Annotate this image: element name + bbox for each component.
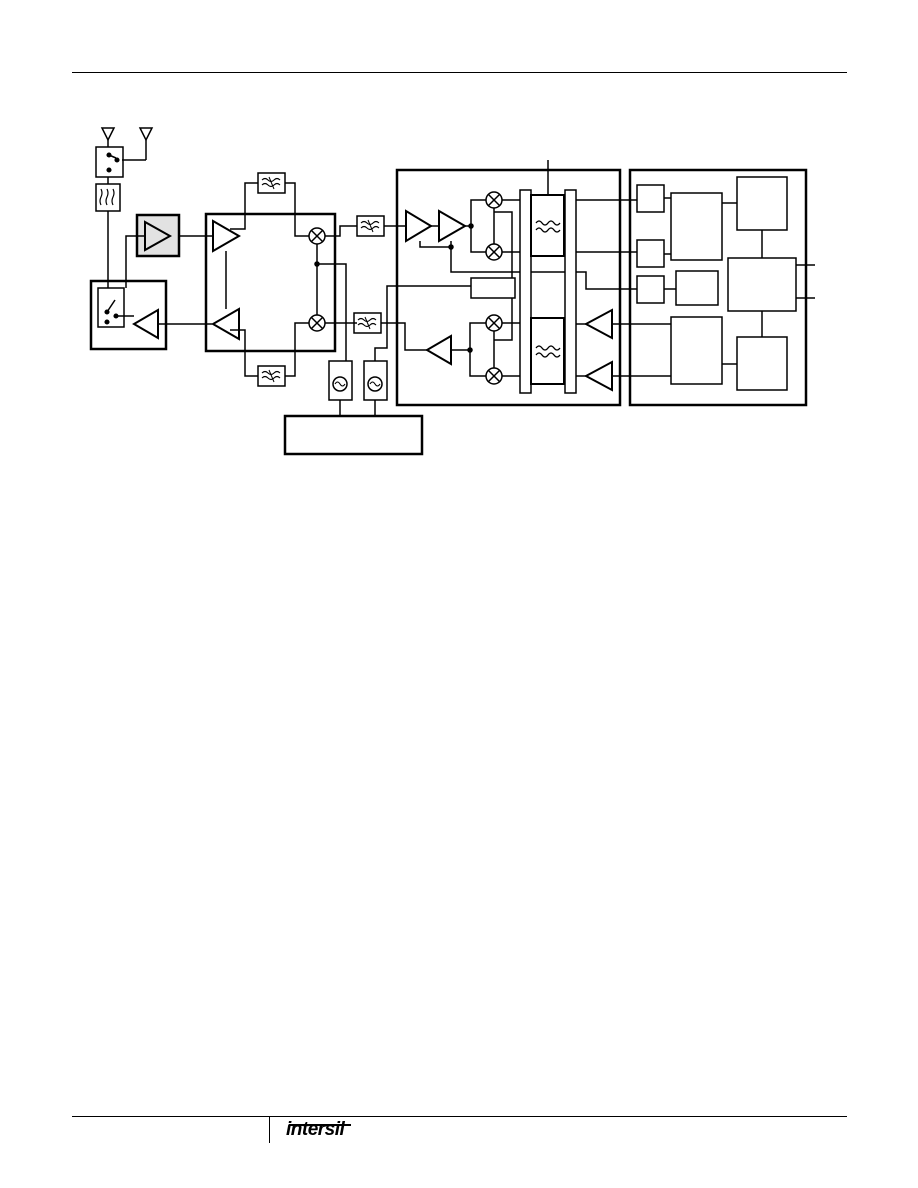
adc-block-1 (636, 184, 665, 213)
lowpass-filter-icon (530, 317, 565, 385)
i-q-bus-left (519, 189, 532, 394)
tr-switch-module (89, 279, 168, 351)
mod-block (670, 316, 723, 385)
rf-if-converter (204, 212, 337, 353)
synthesizer-block (283, 414, 424, 456)
low-noise-amplifier (132, 308, 159, 340)
phase-splitter (470, 277, 516, 299)
mixer-icon (308, 314, 326, 332)
control-block (675, 270, 719, 306)
quadrature-modem (395, 168, 622, 407)
mixer-icon (308, 227, 326, 245)
mixer-icon (485, 243, 503, 261)
adc-block-2 (636, 239, 665, 268)
footer-divider (269, 1117, 270, 1143)
antenna-icon (100, 127, 116, 147)
brand-logo: intersil (286, 1119, 345, 1140)
amplifier-icon (405, 209, 433, 243)
amplifier-icon (210, 307, 240, 341)
amplifier-icon (212, 219, 242, 253)
rf-filter-bottom (257, 365, 286, 387)
lowpass-filter-icon (530, 194, 565, 257)
oscillator-icon (328, 360, 353, 401)
bandpass-filter (95, 183, 121, 212)
footer-rule (72, 1116, 847, 1117)
adc-block-3 (636, 275, 665, 304)
header-rule (72, 72, 847, 73)
rf-filter-top (257, 172, 286, 194)
mac-interface-block (727, 257, 797, 312)
oscillator-icon (363, 360, 388, 401)
logo-overbar (289, 1124, 351, 1126)
mixer-icon (485, 314, 503, 332)
i-q-bus-right (564, 189, 577, 394)
scrambler-block (736, 336, 788, 391)
if-filter-rx (353, 312, 382, 334)
demod-block (670, 192, 723, 261)
antenna-icon (138, 127, 154, 160)
mixer-icon (485, 191, 503, 209)
amplifier-icon (425, 334, 452, 366)
if-filter-tx (356, 215, 385, 237)
descrambler-block (736, 176, 788, 231)
baseband-processor (628, 168, 808, 407)
amplifier-icon (583, 360, 613, 392)
antenna-switch (95, 146, 146, 178)
amplifier-icon (438, 209, 468, 243)
amplifier-icon (583, 308, 613, 340)
block-diagram (89, 127, 815, 456)
mixer-icon (485, 367, 503, 385)
